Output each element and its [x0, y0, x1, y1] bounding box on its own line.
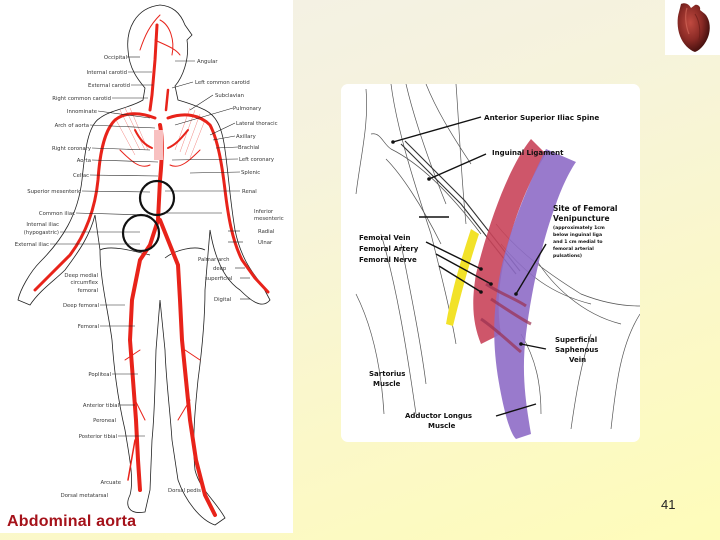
label-occipital: Occipital [104, 55, 127, 61]
label-site-note-3: and 1 cm medial to [553, 239, 603, 245]
label-common-iliac: Common iliac [39, 211, 75, 217]
heart-icon [677, 3, 710, 53]
label-internal-carotid: Internal carotid [87, 70, 127, 76]
label-aorta: Aorta [77, 158, 91, 164]
label-deep: deep [213, 266, 227, 272]
slide-caption: Abdominal aorta [7, 513, 137, 530]
femoral-artery-shape [473, 139, 546, 344]
label-deep-femoral: Deep femoral [63, 303, 99, 309]
label-ulnar: Ulnar [258, 240, 273, 246]
label-internal-iliac: Internal iliac [26, 222, 59, 228]
label-femoral-nerve: Femoral Nerve [359, 256, 417, 264]
heart-icon-box [665, 0, 720, 55]
label-peroneal: Peroneal [93, 418, 116, 424]
label-digital: Digital [214, 297, 231, 303]
label-left-common-carotid: Left common carotid [195, 80, 250, 86]
label-inguinal-ligament: Inguinal Ligament [492, 149, 564, 157]
label-femoral-circ: femoral [78, 288, 98, 294]
label-right-coronary: Right coronary [52, 146, 91, 152]
label-innominate: Innominate [67, 109, 97, 115]
label-sartorius: Sartorius [369, 370, 405, 378]
label-palmar-arch: Palmar arch [198, 257, 230, 263]
label-anterior-tibial: Anterior tibial [83, 403, 119, 409]
label-site-title-1: Site of Femoral [553, 204, 618, 213]
label-saphenous: Saphenous [555, 346, 598, 354]
label-superior-mesenteric: Superior mesenteric [27, 189, 81, 195]
label-adductor-muscle: Muscle [428, 422, 456, 430]
label-popliteal: Popliteal [88, 372, 111, 378]
highlight-circle-upper [138, 179, 176, 217]
label-renal: Renal [242, 189, 257, 195]
femoral-venipuncture-figure: Anterior Superior Iliac Spine Inguinal L… [341, 84, 640, 442]
label-subclavian: Subclavian [215, 93, 244, 99]
label-left-coronary: Left coronary [239, 157, 274, 163]
label-vein: Vein [569, 356, 586, 364]
label-site-note-1: (approximately 1cm [553, 225, 605, 231]
label-mesenteric: mesenteric [254, 216, 284, 222]
label-site-title-2: Venipuncture [553, 214, 610, 223]
label-external-iliac: External iliac [15, 242, 49, 248]
femoral-diagram: Anterior Superior Iliac Spine Inguinal L… [355, 84, 640, 439]
label-arcuate: Arcuate [100, 480, 121, 486]
label-arch-of-aorta: Arch of aorta [55, 123, 89, 129]
label-deep-medial: Deep medial [64, 273, 98, 279]
label-adductor-longus: Adductor Longus [405, 412, 472, 420]
label-sartorius-muscle: Muscle [373, 380, 401, 388]
label-dorsal-pedis: Dorsal pedis [168, 488, 201, 494]
label-inferior: Inferior [254, 209, 274, 215]
label-posterior-tibial: Posterior tibial [79, 434, 117, 440]
label-hypogastric: (hypogastric) [24, 230, 59, 236]
label-pulmonary: Pulmonary [233, 106, 261, 112]
label-lateral-thoracic: Lateral thoracic [236, 121, 278, 127]
femoral-nerve-shape [446, 229, 479, 326]
label-dorsal-metatarsal: Dorsal metatarsal [61, 493, 108, 499]
label-site-note-2: below inguinal liga [553, 232, 602, 238]
arterial-diagram: Occipital Internal carotid External caro… [15, 4, 284, 526]
label-superficial: Superficial [555, 336, 597, 344]
label-circumflex: circumflex [70, 280, 98, 286]
label-brachial: Brachial [238, 145, 260, 151]
label-femoral-vein: Femoral Vein [359, 234, 411, 242]
label-femoral: Femoral [78, 324, 99, 330]
label-axillary: Axillary [236, 134, 256, 140]
label-celiac: Celiac [73, 173, 89, 179]
label-femoral-artery: Femoral Artery [359, 245, 419, 253]
label-splenic: Splenic [241, 170, 260, 176]
label-right-common-carotid: Right common carotid [52, 96, 111, 102]
page-number: 41 [661, 497, 676, 512]
label-superficial: superficial [205, 276, 232, 282]
label-radial: Radial [258, 229, 274, 235]
arterial-system-figure: Occipital Internal carotid External caro… [0, 0, 293, 533]
femoral-vein-shape [494, 149, 576, 439]
label-external-carotid: External carotid [88, 83, 130, 89]
label-site-note-5: pulsations) [553, 253, 582, 259]
label-angular: Angular [197, 59, 218, 65]
label-site-note-4: femoral arterial [553, 246, 594, 252]
label-asis: Anterior Superior Iliac Spine [484, 113, 599, 122]
